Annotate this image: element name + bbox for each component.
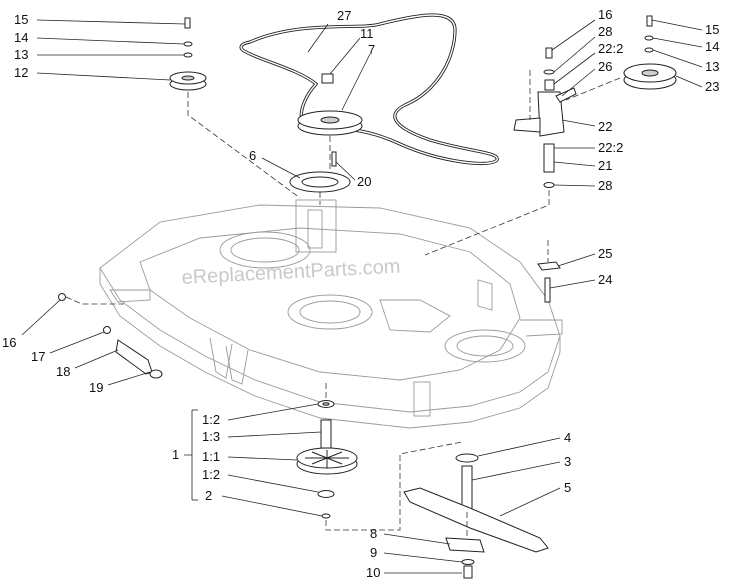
idler-arm-assembly (513, 47, 577, 188)
callout-22-2-top: 22:2 (598, 41, 623, 56)
center-pulley (297, 73, 363, 136)
watermark: eReplacementParts.com (181, 256, 401, 289)
callout-1-2-top: 1:2 (202, 412, 220, 427)
callout-4: 4 (564, 430, 571, 445)
spacer-plate (289, 151, 351, 193)
left-pulley-stack (169, 17, 207, 91)
callout-1-2-bottom: 1:2 (202, 467, 220, 482)
callout-19: 19 (89, 380, 103, 395)
callout-27: 27 (337, 8, 351, 23)
callout-14-right: 14 (705, 39, 719, 54)
callout-13-right: 13 (705, 59, 719, 74)
callout-23: 23 (705, 79, 719, 94)
drive-belt (239, 13, 499, 166)
callout-13-left: 13 (14, 47, 28, 62)
callout-labels: 15 14 13 12 27 11 7 6 20 16 28 22:2 26 2… (2, 7, 719, 580)
callout-21: 21 (598, 158, 612, 173)
callout-28-top: 28 (598, 24, 612, 39)
right-pulley-stack (623, 15, 677, 90)
callout-11: 11 (360, 26, 374, 41)
callout-26: 26 (598, 59, 612, 74)
callout-3: 3 (564, 454, 571, 469)
callout-14-left: 14 (14, 30, 28, 45)
mower-deck (99, 199, 563, 429)
callout-18: 18 (56, 364, 70, 379)
callout-1: 1 (172, 447, 179, 462)
callout-1-3: 1:3 (202, 429, 220, 444)
callout-6: 6 (249, 148, 256, 163)
callout-24: 24 (598, 272, 612, 287)
callout-22-2-bottom: 22:2 (598, 140, 623, 155)
assembly-lines (65, 70, 621, 536)
spindle-assembly (296, 400, 358, 519)
pin-bracket (537, 261, 561, 303)
callout-15-right: 15 (705, 22, 719, 37)
callout-16-right: 16 (598, 7, 612, 22)
deck-lift-parts (58, 293, 163, 379)
callout-28-bottom: 28 (598, 178, 612, 193)
callout-2: 2 (205, 488, 212, 503)
callout-1-1: 1:1 (202, 449, 220, 464)
callout-9: 9 (370, 545, 377, 560)
callout-16-left: 16 (2, 335, 16, 350)
callout-7: 7 (368, 42, 375, 57)
callout-25: 25 (598, 246, 612, 261)
callout-5: 5 (564, 480, 571, 495)
leader-lines (21, 19, 703, 574)
blade-assembly (403, 453, 549, 579)
callout-15-left: 15 (14, 12, 28, 27)
callout-8: 8 (370, 526, 377, 541)
callout-10: 10 (366, 565, 380, 580)
callout-22: 22 (598, 119, 612, 134)
callout-17: 17 (31, 349, 45, 364)
callout-12: 12 (14, 65, 28, 80)
callout-20: 20 (357, 174, 371, 189)
